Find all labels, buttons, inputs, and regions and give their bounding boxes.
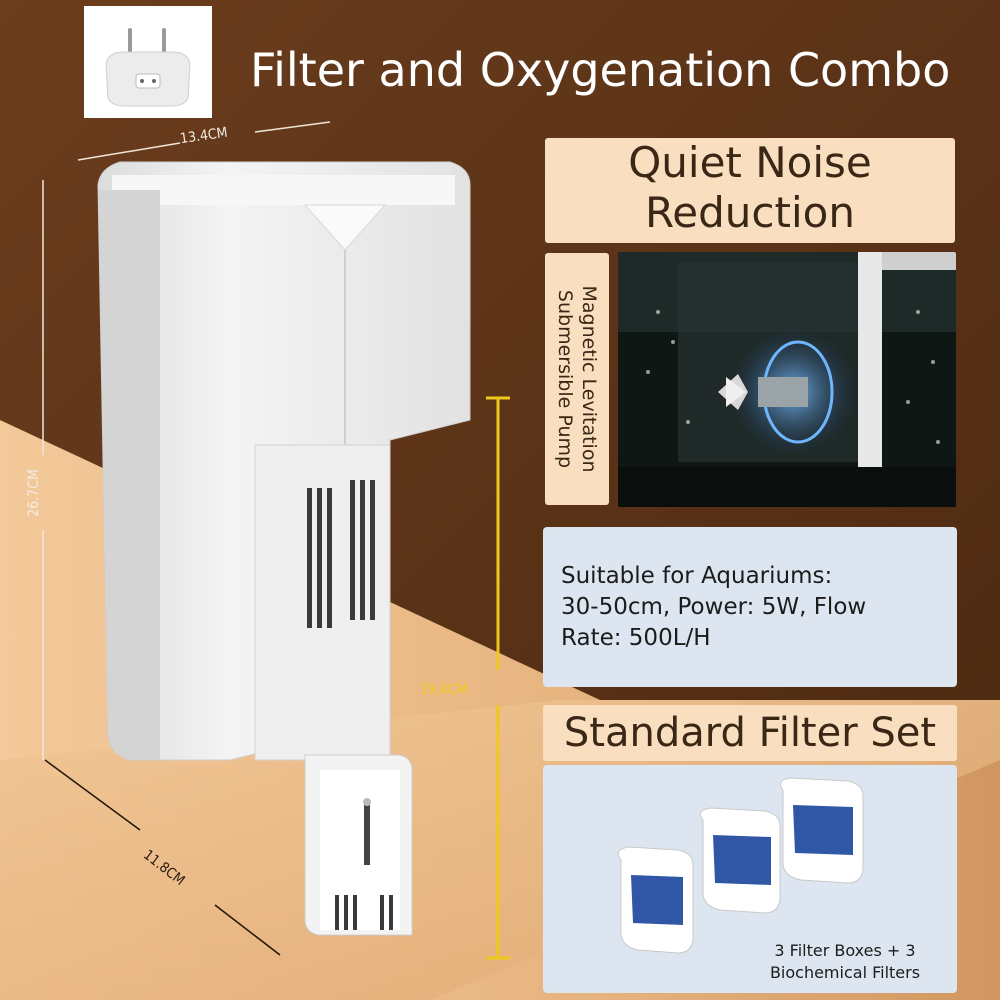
height-dimension-label: 26.7CM [25,469,42,517]
spec-line1: Suitable for Aquariums: [561,563,833,589]
filter-caption-line1: 3 Filter Boxes + 3 [774,941,916,960]
filter-box-2 [699,807,781,914]
spec-line3: Rate: 500L/H [561,625,711,651]
filter-caption-line2: Biochemical Filters [769,963,921,982]
noise-reduction-title: Quiet Noise Reduction [545,138,955,243]
pump-label-line1: Magnetic Levitation [578,285,600,473]
tube-height-dimension [486,396,510,960]
filter-set-panel [543,765,957,993]
pump-label-line2: Submersible Pump [554,289,576,469]
filter-unit-illustration [97,161,471,936]
filter-box-3 [779,777,864,884]
pump-photo [618,252,956,507]
plug-adapter-image [84,6,212,118]
tube-height-label: 19.4CM [420,682,468,698]
filter-boxes-image [617,777,864,954]
pump-label: Magnetic Levitation Submersible Pump [545,253,609,505]
filter-set-caption: 3 Filter Boxes + 3 Biochemical Filters [745,940,945,984]
eu-plug-adapter-icon [105,28,191,107]
filter-set-title: Standard Filter Set [543,705,957,761]
noise-title-line1: Quiet Noise [628,138,872,187]
spec-line2: 30-50cm, Power: 5W, Flow [561,594,867,620]
specifications-panel: Suitable for Aquariums: 30-50cm, Power: … [543,527,957,687]
page-title: Filter and Oxygenation Combo [250,43,951,97]
noise-title-line2: Reduction [645,188,855,237]
dimension-lines [42,121,331,760]
filter-box-1 [617,846,694,954]
